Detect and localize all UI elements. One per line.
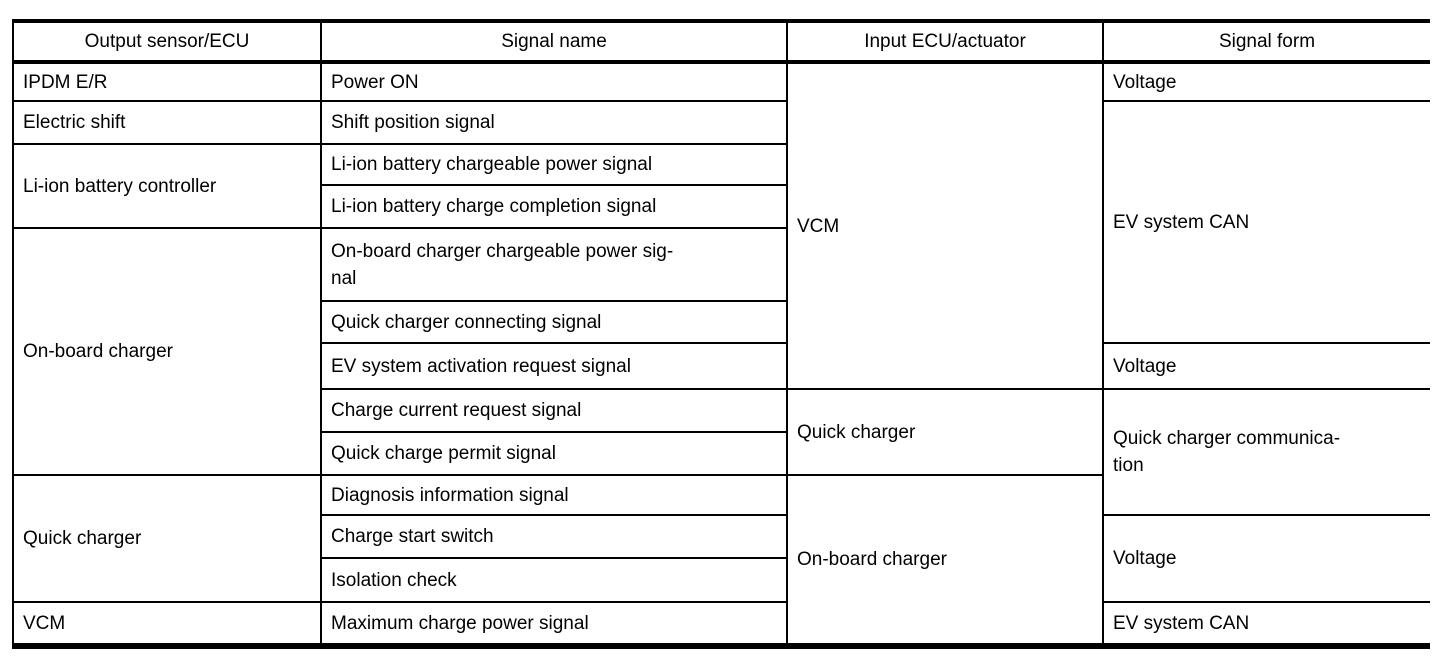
signal-form-cell: EV system CAN	[1102, 601, 1430, 649]
output-sensor-cell: VCM	[12, 601, 322, 649]
table-row: Quick charge permit signal	[13, 431, 1430, 476]
signal-name-cell: Charge current request signal	[320, 388, 788, 433]
signal-name-cell: Shift position signal	[320, 100, 788, 145]
signal-name-cell: Li-ion battery charge completion signal	[320, 184, 788, 229]
input-ecu-cell: Quick charger	[786, 388, 1104, 476]
signal-name-cell: Quick charge permit signal	[320, 431, 788, 476]
input-ecu-cell: VCM	[786, 61, 1104, 390]
table-row: Li-ion battery charge completion signal	[13, 184, 1430, 229]
signal-name-cell: Power ON	[320, 61, 788, 102]
signal-name-cell: EV system activation request signal	[320, 342, 788, 390]
signal-form-cell: EV system CAN	[1102, 100, 1430, 344]
signal-name-cell: Diagnosis information signal	[320, 474, 788, 516]
signal-name-cell: On-board charger chargeable power sig- n…	[320, 227, 788, 302]
header-output-sensor-ecu: Output sensor/ECU	[12, 19, 322, 64]
header-input-ecu-actuator: Input ECU/actuator	[786, 19, 1104, 64]
signal-name-cell: Quick charger connecting signal	[320, 300, 788, 344]
signal-form-cell: Voltage	[1102, 61, 1430, 102]
signal-form-cell: Voltage	[1102, 342, 1430, 390]
table-row: EV system activation request signal Volta…	[13, 342, 1430, 390]
signal-form-cell: Voltage	[1102, 514, 1430, 603]
signal-form-cell: Quick charger communica- tion	[1102, 388, 1430, 516]
output-sensor-cell: On-board charger	[12, 227, 322, 476]
output-sensor-cell: Quick charger	[12, 474, 322, 603]
table-row: Charge start switch Voltage	[13, 514, 1430, 603]
header-signal-form: Signal form	[1102, 19, 1430, 64]
output-sensor-cell: Li-ion battery controller	[12, 143, 322, 229]
signal-name-cell: Li-ion battery chargeable power signal	[320, 143, 788, 186]
input-ecu-cell: On-board charger	[786, 474, 1104, 647]
signal-table-header: Output sensor/ECU Signal name Input ECU/…	[12, 19, 1430, 64]
header-row: Output sensor/ECU Signal name Input ECU/…	[12, 19, 1430, 64]
signal-table: Output sensor/ECU Signal name Input ECU/…	[12, 19, 1430, 649]
header-signal-name: Signal name	[320, 19, 788, 64]
signal-name-cell: Charge start switch	[320, 514, 788, 559]
table-row: Quick charger connecting signal	[13, 300, 1430, 344]
output-sensor-cell: Electric shift	[12, 100, 322, 145]
signal-name-cell: Isolation check	[320, 557, 788, 603]
output-sensor-cell: IPDM E/R	[12, 61, 322, 102]
signal-name-cell: Maximum charge power signal	[320, 601, 788, 649]
table-row: Isolation check	[13, 557, 1430, 603]
